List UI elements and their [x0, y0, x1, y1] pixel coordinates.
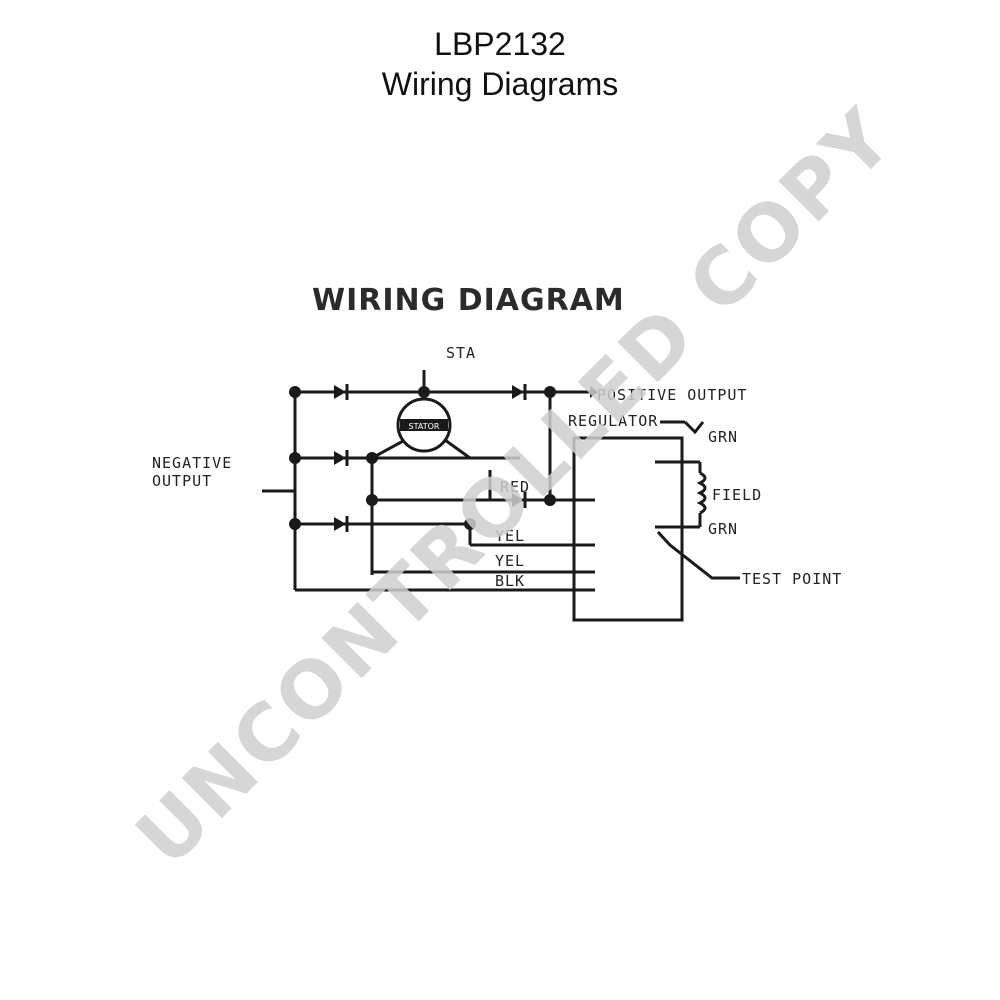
- positive-output-label: POSITIVE OUTPUT: [597, 386, 747, 404]
- output-label: OUTPUT: [152, 472, 212, 490]
- diagram-heading: WIRING DIAGRAM: [312, 283, 625, 318]
- yel-label-2: YEL: [495, 552, 525, 570]
- grn-top-label: GRN: [708, 428, 738, 446]
- red-label: RED: [500, 478, 530, 496]
- positive-output-arrow: [568, 386, 598, 398]
- regulator-label: REGULATOR: [568, 412, 658, 430]
- diode-3: [334, 516, 349, 532]
- stator-symbol: STATOR: [396, 397, 452, 453]
- field-coil: [655, 460, 707, 529]
- part-number-title: LBP2132: [434, 26, 566, 62]
- diode-1: [334, 384, 349, 400]
- diode-4: [512, 384, 527, 400]
- regulator-box: [572, 436, 684, 622]
- junction-dots: [289, 386, 556, 530]
- blk-label: BLK: [495, 572, 525, 590]
- negative-label: NEGATIVE: [152, 454, 232, 472]
- watermark: UNCONTROLLED COPY: [120, 92, 912, 884]
- test-point-leader: [656, 530, 740, 580]
- test-point-label: TEST POINT: [742, 570, 842, 588]
- field-label: FIELD: [712, 486, 762, 504]
- diode-2: [334, 450, 349, 466]
- stator-label: STATOR: [409, 422, 440, 431]
- sta-label: STA: [446, 344, 476, 362]
- grn-bottom-label: GRN: [708, 520, 738, 538]
- diode-5: [512, 492, 527, 508]
- yel-label-1: YEL: [495, 527, 525, 545]
- page-subtitle: Wiring Diagrams: [381, 66, 619, 102]
